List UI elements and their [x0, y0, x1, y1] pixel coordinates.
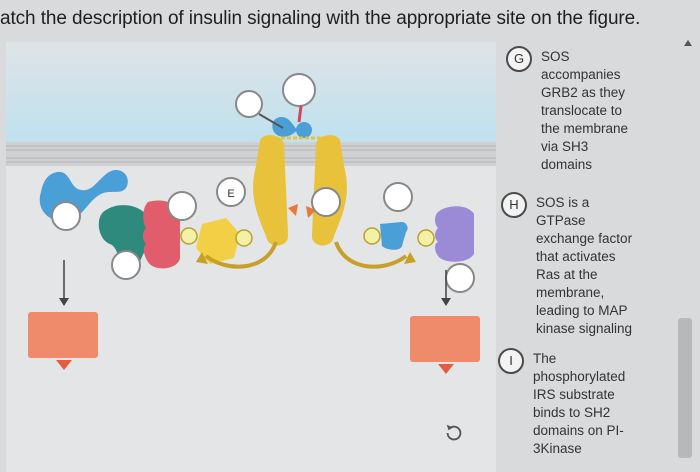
- choice-i[interactable]: I The phosphorylated IRS substrate binds…: [498, 348, 625, 458]
- site-receptor-tyrosine[interactable]: [311, 187, 341, 217]
- choice-g[interactable]: G SOS accompanies GRB2 as they transloca…: [506, 46, 628, 174]
- site-e-marker[interactable]: [216, 177, 246, 207]
- effector-box-left: [28, 312, 98, 358]
- insulin-receptor-left: [253, 135, 289, 246]
- pathway-diagram: E: [6, 42, 496, 472]
- choice-line: membrane,: [536, 285, 605, 300]
- scroll-up-arrow-icon[interactable]: [684, 40, 692, 46]
- choice-line: domains on PI-: [533, 423, 624, 438]
- choice-line: GTPase: [536, 213, 586, 228]
- choice-line: IRS substrate: [533, 387, 615, 402]
- choice-line: GRB2 as they: [541, 85, 626, 100]
- pi3-kinase-protein: [435, 206, 474, 262]
- site-e-label: E: [227, 188, 234, 200]
- site-insulin-binding[interactable]: [282, 73, 316, 107]
- reset-icon[interactable]: [443, 422, 465, 444]
- choice-line: leading to MAP: [536, 303, 628, 318]
- site-blue-protein[interactable]: [51, 201, 81, 231]
- choice-line: kinase signaling: [536, 321, 633, 336]
- question-title: atch the description of insulin signalin…: [0, 8, 641, 29]
- choice-badge-i[interactable]: I: [498, 348, 524, 374]
- site-alpha-subunit[interactable]: [235, 90, 263, 118]
- site-irs[interactable]: [383, 182, 413, 212]
- irs-protein: [380, 222, 408, 250]
- site-sos[interactable]: [167, 191, 197, 221]
- choice-badge-h[interactable]: H: [501, 192, 527, 218]
- sos-protein: [143, 200, 180, 269]
- choice-line: phosphorylated: [533, 369, 626, 384]
- choice-line: that activates: [536, 249, 616, 264]
- choice-text-h: SOS is a GTPase exchange factor that act…: [536, 194, 632, 338]
- choice-line: 3Kinase: [533, 441, 582, 456]
- choice-line: SOS is a: [536, 195, 590, 210]
- choice-line: The: [533, 351, 557, 366]
- site-pi3-kinase[interactable]: [445, 263, 475, 293]
- ras-protein: [196, 218, 240, 264]
- choice-line: binds to SH2: [533, 405, 611, 420]
- choice-line: via SH3: [541, 139, 589, 154]
- choice-h[interactable]: H SOS is a GTPase exchange factor that a…: [501, 192, 632, 338]
- insulin-signaling-figure: E: [6, 42, 496, 472]
- scrollbar-thumb[interactable]: [678, 318, 692, 458]
- choice-line: domains: [541, 157, 593, 172]
- choice-line: Ras at the: [536, 267, 598, 282]
- choice-line: the membrane: [541, 121, 629, 136]
- choice-badge-g[interactable]: G: [506, 46, 532, 72]
- choice-line: SOS: [541, 49, 570, 64]
- choice-line: translocate to: [541, 103, 623, 118]
- choice-line: accompanies: [541, 67, 621, 82]
- choice-line: exchange factor: [536, 231, 633, 246]
- choice-text-g: SOS accompanies GRB2 as they translocate…: [541, 48, 628, 174]
- insulin-ligand: [272, 116, 297, 137]
- choice-text-i: The phosphorylated IRS substrate binds t…: [533, 350, 625, 458]
- effector-box-right: [410, 316, 480, 362]
- site-grb2[interactable]: [111, 250, 141, 280]
